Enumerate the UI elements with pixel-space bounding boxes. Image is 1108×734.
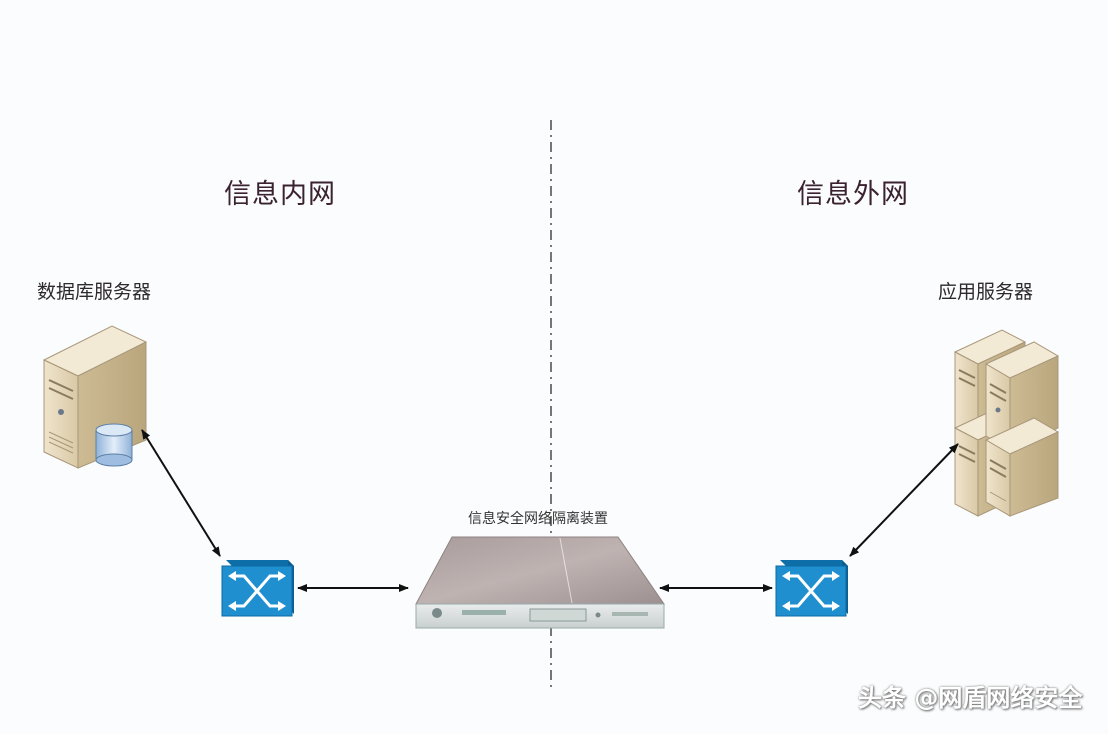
watermark: 头条 @网盾网络安全: [858, 684, 1083, 712]
right-switch-icon: [775, 560, 848, 617]
application-server-label: 应用服务器: [938, 281, 1034, 303]
isolation-device-icon: [415, 536, 665, 629]
db-to-switch-link: [141, 429, 221, 557]
outer-network-title: 信息外网: [797, 179, 909, 210]
inner-network-title: 信息内网: [224, 179, 336, 210]
application-server-icon: [953, 329, 1060, 517]
isolation-device-label: 信息安全网络隔离装置: [468, 511, 608, 527]
database-server-icon: [42, 325, 148, 469]
switch-to-app-link: [849, 443, 959, 557]
database-server-label: 数据库服务器: [37, 281, 152, 303]
left-switch-icon: [221, 560, 294, 617]
